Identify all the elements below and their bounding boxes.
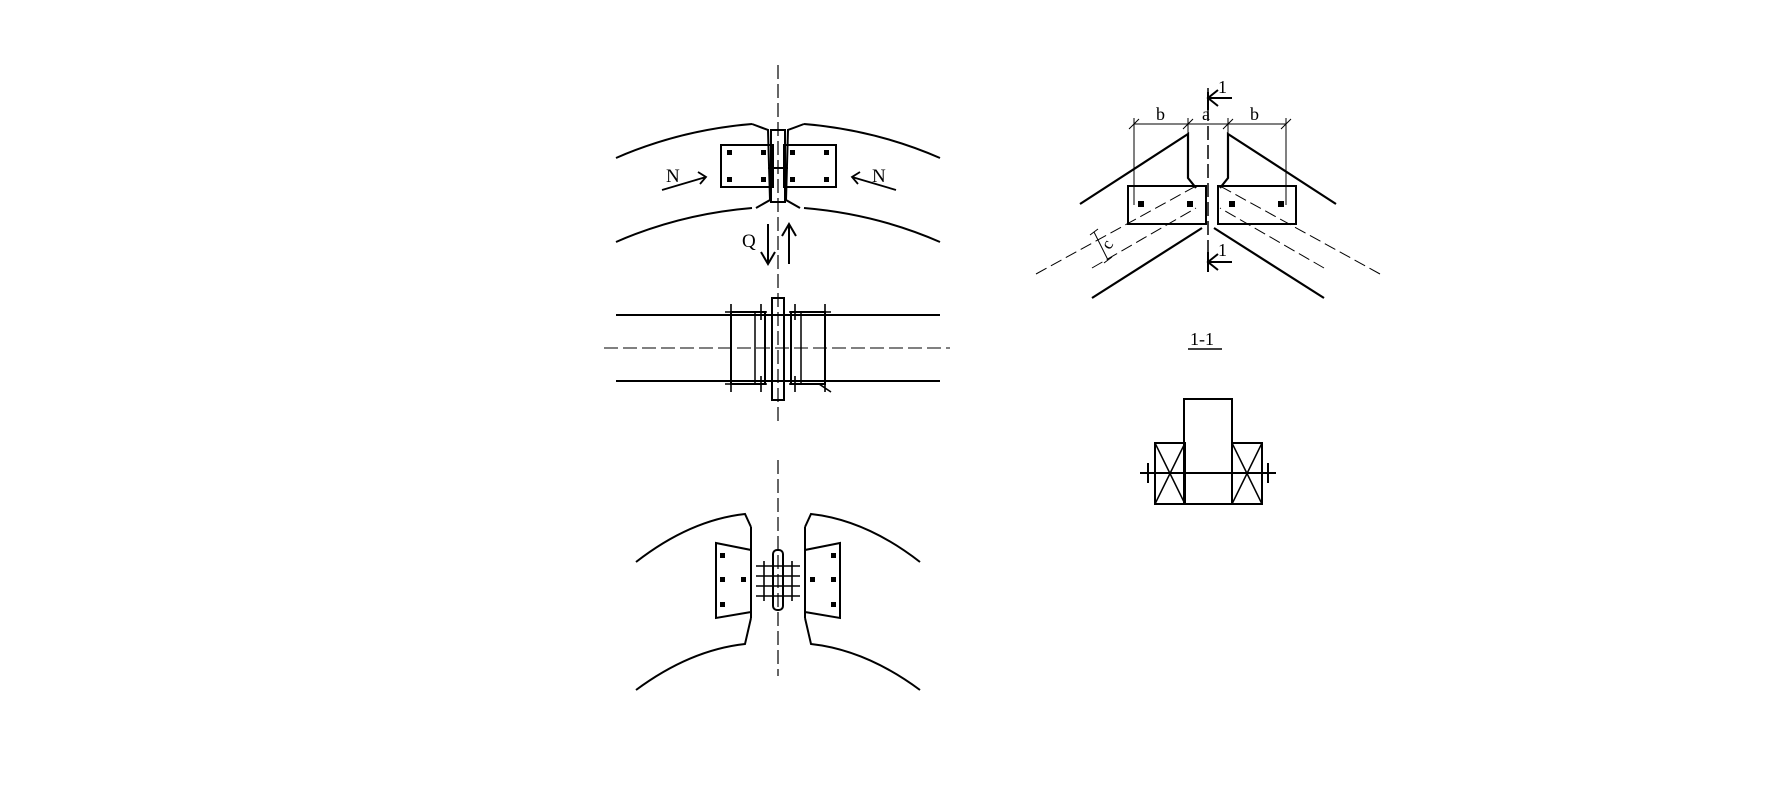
right-arch-top [803, 123, 941, 159]
right-arch-bottom [803, 207, 941, 243]
left-end-plate [751, 123, 772, 209]
force-q-down-arrow [760, 224, 776, 266]
label-force-n-right: N [872, 166, 886, 187]
label-dim-b-right: b [1250, 104, 1259, 124]
plan-right-plate [790, 311, 826, 385]
section-web [1183, 398, 1233, 505]
ridge-left-cover-plate [1127, 185, 1207, 225]
label-section-mark-bottom: 1 [1218, 240, 1227, 260]
joint-plan-view [604, 297, 950, 401]
variant-center-bolt [772, 549, 784, 611]
section-mark-top-arrow [1206, 89, 1232, 110]
section-mark-bottom-arrow [1206, 252, 1232, 272]
label-section-mark-top: 1 [1218, 77, 1227, 97]
force-n-right-arrow [850, 171, 897, 191]
ridge-left-member-bottom [1091, 227, 1203, 299]
right-end-plate [784, 123, 805, 209]
label-force-q: Q [742, 231, 756, 252]
ridge-left-member-top [1079, 131, 1197, 205]
label-dim-a: a [1202, 104, 1210, 124]
force-q-up-arrow [781, 222, 797, 264]
variant-right-bottom [804, 617, 921, 691]
drawing-labels: N N Q b a b c 1 1 1-1 [666, 77, 1259, 349]
joint-elevation-view [615, 65, 941, 425]
label-section-title: 1-1 [1190, 329, 1214, 349]
dimension-c [1089, 228, 1113, 264]
variant-left-top [635, 512, 752, 563]
force-n-left-arrow [661, 171, 708, 191]
ridge-right-member-top [1219, 131, 1337, 205]
left-splice-plate [720, 144, 774, 188]
plan-gusset [771, 297, 785, 401]
variant-right-top [804, 512, 921, 563]
plan-bolts [725, 304, 832, 393]
section-1-1-view [1140, 348, 1276, 505]
variant-left-bottom [635, 617, 752, 691]
bolt-holes [727, 150, 829, 182]
variant-left-plate [715, 541, 752, 620]
ridge-right-cover-plate [1217, 185, 1297, 225]
dimension-line-top [1128, 118, 1292, 205]
plan-left-plate [730, 311, 766, 385]
label-force-n-left: N [666, 166, 680, 187]
ridge-right-member-bottom [1213, 227, 1325, 299]
label-dim-b-left: b [1156, 104, 1165, 124]
joint-variant-view [635, 460, 921, 691]
variant-right-plate [804, 541, 841, 620]
left-arch-bottom [615, 207, 753, 243]
ridge-left-axis [1035, 185, 1197, 275]
ridge-right-axis [1219, 185, 1381, 275]
ridge-node-view [1035, 88, 1381, 299]
label-dim-c: c [1097, 236, 1117, 252]
left-arch-top [615, 123, 753, 159]
